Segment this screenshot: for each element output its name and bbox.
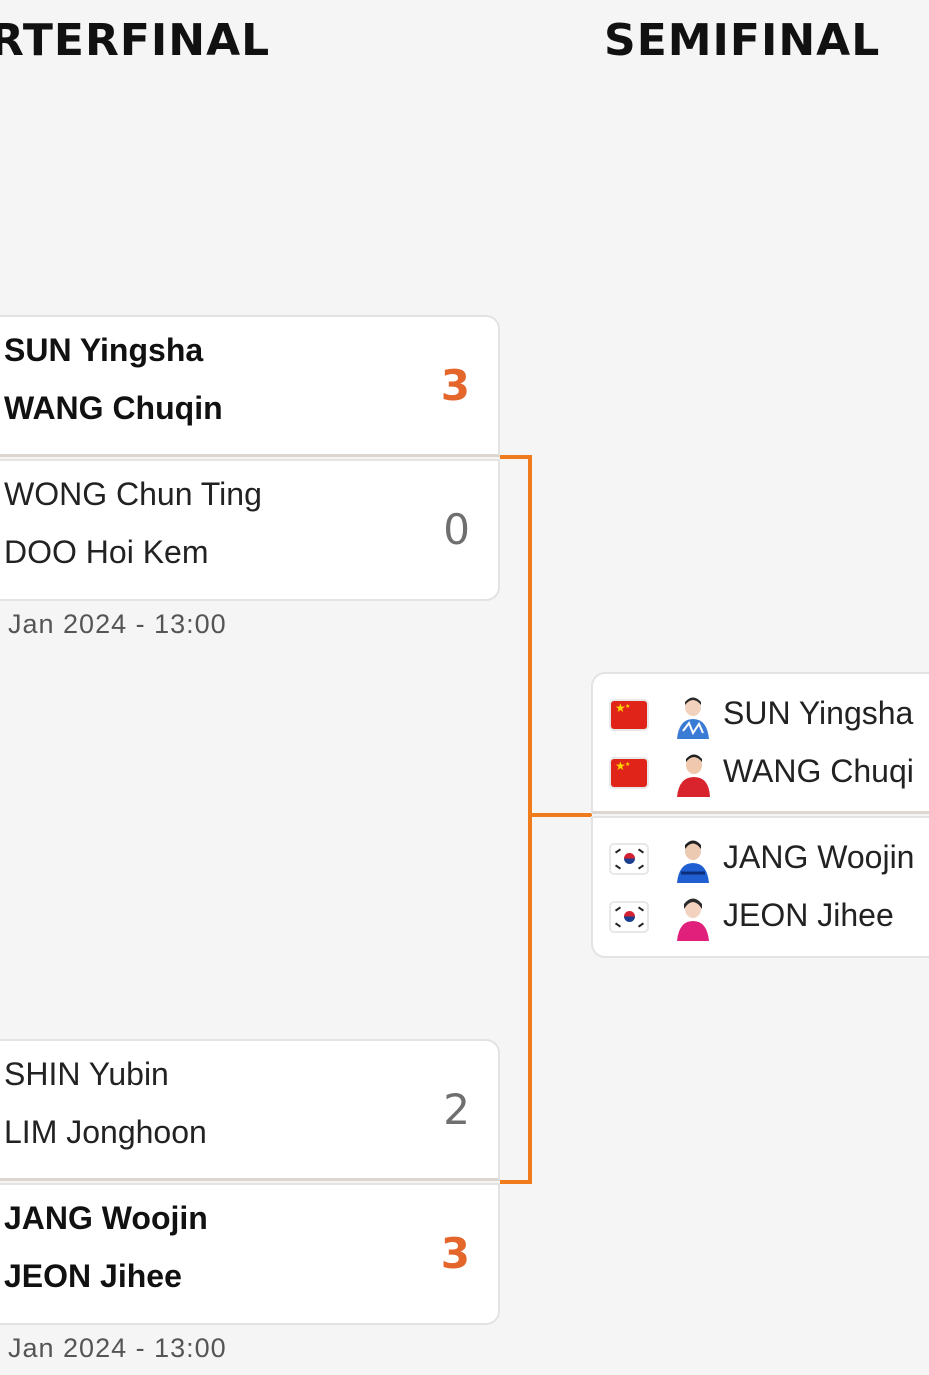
player-name: WANG Chuqi bbox=[723, 753, 914, 789]
china-flag-icon: ★★ bbox=[609, 699, 649, 731]
bracket-connector-vertical bbox=[528, 455, 532, 1184]
player-name: JANG Woojin bbox=[4, 1200, 208, 1236]
semifinal-team-card[interactable]: ★★ SUN Yingsha ★★ WANG Chuqi bbox=[591, 672, 929, 814]
team-score: 3 bbox=[440, 1229, 470, 1278]
player-name: JEON Jihee bbox=[723, 897, 894, 933]
match-team-card[interactable]: SHIN Yubin LIM Jonghoon 2 bbox=[0, 1039, 500, 1181]
match-time: Jan 2024 - 13:00 bbox=[8, 1333, 227, 1363]
player-row: JEON Jihee bbox=[593, 892, 929, 942]
bracket-connector-top bbox=[500, 455, 532, 459]
bracket-connector-semifinal bbox=[528, 813, 592, 817]
player-name: LIM Jonghoon bbox=[4, 1114, 207, 1150]
match-team-card[interactable]: WONG Chun Ting DOO Hoi Kem 0 bbox=[0, 459, 500, 601]
korea-flag-icon bbox=[609, 901, 649, 933]
team-score: 2 bbox=[443, 1085, 470, 1134]
china-flag-icon: ★★ bbox=[609, 757, 649, 789]
player-avatar bbox=[677, 697, 709, 739]
player-row: ★★ WANG Chuqi bbox=[593, 748, 929, 798]
player-name: WANG Chuqin bbox=[4, 390, 223, 426]
player-name: SUN Yingsha bbox=[4, 332, 204, 368]
bracket-connector-bottom bbox=[500, 1180, 532, 1184]
match-team-card[interactable]: JANG Woojin JEON Jihee 3 bbox=[0, 1183, 500, 1325]
player-row: ★★ SUN Yingsha bbox=[593, 690, 929, 740]
player-name: WONG Chun Ting bbox=[4, 476, 262, 512]
player-name: DOO Hoi Kem bbox=[4, 534, 209, 570]
semifinal-team-card[interactable]: JANG Woojin JEON Jihee bbox=[591, 816, 929, 958]
quarterfinal-round-title: RTERFINAL bbox=[0, 15, 271, 66]
player-name: JEON Jihee bbox=[4, 1258, 182, 1294]
player-name: SHIN Yubin bbox=[4, 1056, 169, 1092]
player-name: SUN Yingsha bbox=[723, 695, 914, 731]
match-team-card[interactable]: SUN Yingsha WANG Chuqin 3 bbox=[0, 315, 500, 457]
team-score: 3 bbox=[440, 361, 470, 410]
player-name: JANG Woojin bbox=[723, 839, 915, 875]
team-score: 0 bbox=[443, 505, 470, 554]
korea-flag-icon bbox=[609, 843, 649, 875]
player-avatar bbox=[677, 754, 710, 797]
match-time: Jan 2024 - 13:00 bbox=[8, 609, 227, 639]
player-avatar bbox=[677, 898, 709, 941]
player-avatar bbox=[677, 840, 709, 883]
player-row: JANG Woojin bbox=[593, 834, 929, 884]
semifinal-round-title: SEMIFINAL bbox=[604, 15, 881, 66]
